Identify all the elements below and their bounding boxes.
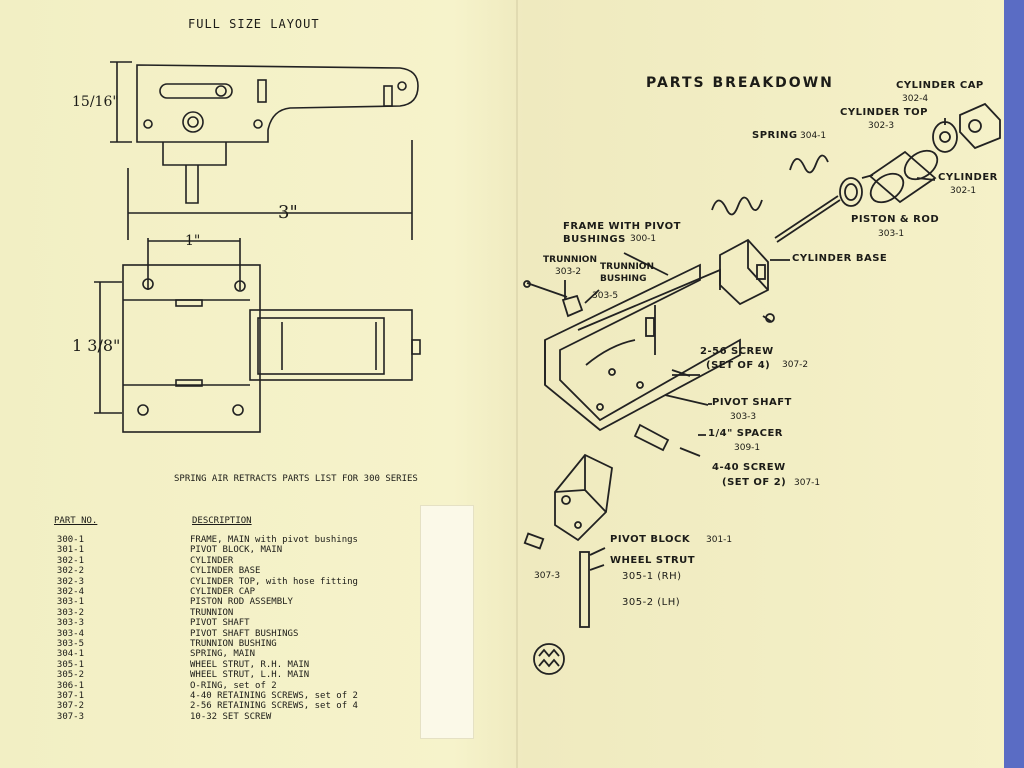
- part-number: 305-2: [56, 670, 84, 680]
- label-spacer-no: 309-1: [734, 443, 761, 453]
- label-cylinder: CYLINDER: [938, 172, 998, 183]
- part-description: PIVOT BLOCK, MAIN: [190, 545, 283, 555]
- label-pivot-shaft: PIVOT SHAFT: [712, 397, 792, 408]
- label-wheel-strut: WHEEL STRUT: [610, 555, 696, 566]
- label-4-40-screw-no: 307-1: [794, 478, 821, 488]
- label-trunnion-bushing-no: 303-5: [592, 291, 619, 301]
- label-pivot-block-no: 301-1: [706, 535, 733, 545]
- label-cylinder-top: CYLINDER TOP: [840, 107, 929, 118]
- part-description: SPRING, MAIN: [190, 649, 256, 659]
- label-wheel-strut-rh: 305-1 (RH): [622, 571, 682, 582]
- label-spring-no: 304-1: [800, 131, 827, 141]
- column-part-no: PART NO.: [54, 516, 98, 526]
- full-size-layout-drawing: [94, 61, 421, 433]
- label-spacer: 1/4" SPACER: [708, 428, 783, 439]
- label-frame-line1: FRAME WITH PIVOT: [563, 221, 681, 232]
- part-description: 4-40 RETAINING SCREWS, set of 2: [190, 691, 358, 701]
- label-spring: SPRING: [752, 130, 798, 141]
- label-2-56-screw-set: (SET OF 4): [706, 360, 771, 371]
- label-wheel-strut-lh: 305-2 (LH): [622, 597, 681, 608]
- part-description: PIVOT SHAFT BUSHINGS: [190, 629, 299, 639]
- part-number: 304-1: [56, 649, 84, 659]
- label-set-screw-no: 307-3: [534, 571, 561, 581]
- part-number: 302-2: [56, 566, 84, 576]
- label-cylinder-base: CYLINDER BASE: [792, 253, 888, 264]
- part-description: 10-32 SET SCREW: [190, 712, 272, 722]
- part-description: FRAME, MAIN with pivot bushings: [190, 535, 358, 545]
- part-description: PISTON ROD ASSEMBLY: [190, 597, 293, 607]
- part-number: 305-1: [56, 660, 84, 670]
- part-description: CYLINDER CAP: [190, 587, 256, 597]
- label-cylinder-cap: CYLINDER CAP: [896, 80, 984, 91]
- label-frame-no: 300-1: [630, 234, 657, 244]
- part-description: CYLINDER BASE: [190, 566, 261, 576]
- part-number: 302-4: [56, 587, 84, 597]
- breakdown-title: PARTS BREAKDOWN: [646, 75, 834, 91]
- part-description: TRUNNION BUSHING: [190, 639, 277, 649]
- column-description: DESCRIPTION: [192, 516, 252, 526]
- label-piston-rod-no: 303-1: [878, 229, 905, 239]
- dimension-height: 15/16": [72, 94, 119, 110]
- label-frame-line2: BUSHINGS: [563, 234, 626, 245]
- part-description: PIVOT SHAFT: [190, 618, 250, 628]
- part-number: 302-1: [56, 556, 84, 566]
- label-trunnion: TRUNNION: [543, 255, 597, 265]
- part-description: WHEEL STRUT, R.H. MAIN: [190, 660, 310, 670]
- part-number: 301-1: [56, 545, 84, 555]
- part-number: 303-3: [56, 618, 84, 628]
- part-number: 306-1: [56, 681, 84, 691]
- part-number: 303-1: [56, 597, 84, 607]
- page-fold: [516, 0, 518, 768]
- label-2-56-screw-no: 307-2: [782, 360, 809, 370]
- label-trunnion-bushing-line1: TRUNNION: [600, 262, 654, 272]
- label-4-40-screw: 4-40 SCREW: [712, 462, 786, 473]
- label-cylinder-top-no: 302-3: [868, 121, 895, 131]
- sticker-label: [420, 505, 474, 739]
- part-description: O-RING, set of 2: [190, 681, 277, 691]
- part-number: 307-3: [56, 712, 84, 722]
- part-description: CYLINDER TOP, with hose fitting: [190, 577, 358, 587]
- label-pivot-block: PIVOT BLOCK: [610, 534, 691, 545]
- label-piston-rod: PISTON & ROD: [851, 214, 940, 225]
- dimension-length: 3": [278, 202, 298, 223]
- part-number: 303-2: [56, 608, 84, 618]
- part-description: 2-56 RETAINING SCREWS, set of 4: [190, 701, 358, 711]
- dimension-spacing: 1": [185, 233, 201, 249]
- label-cylinder-cap-no: 302-4: [902, 94, 929, 104]
- exploded-view-drawing: [523, 102, 1001, 675]
- layout-title: FULL SIZE LAYOUT: [188, 17, 320, 31]
- label-trunnion-no: 303-2: [555, 267, 582, 277]
- label-4-40-screw-set: (SET OF 2): [722, 477, 787, 488]
- part-number: 303-4: [56, 629, 84, 639]
- label-trunnion-bushing-line2: BUSHING: [600, 274, 647, 284]
- part-number: 307-2: [56, 701, 84, 711]
- label-pivot-shaft-no: 303-3: [730, 412, 757, 422]
- parts-list-heading: SPRING AIR RETRACTS PARTS LIST FOR 300 S…: [174, 474, 418, 484]
- part-number: 302-3: [56, 577, 84, 587]
- part-number: 307-1: [56, 691, 84, 701]
- part-description: WHEEL STRUT, L.H. MAIN: [190, 670, 310, 680]
- label-2-56-screw: 2-56 SCREW: [700, 346, 774, 357]
- part-number: 303-5: [56, 639, 84, 649]
- part-description: TRUNNION: [190, 608, 234, 618]
- part-description: CYLINDER: [190, 556, 234, 566]
- label-cylinder-no: 302-1: [950, 186, 977, 196]
- part-number: 300-1: [56, 535, 84, 545]
- dimension-width: 1 3/8": [72, 336, 121, 355]
- background-edge: [1004, 0, 1024, 768]
